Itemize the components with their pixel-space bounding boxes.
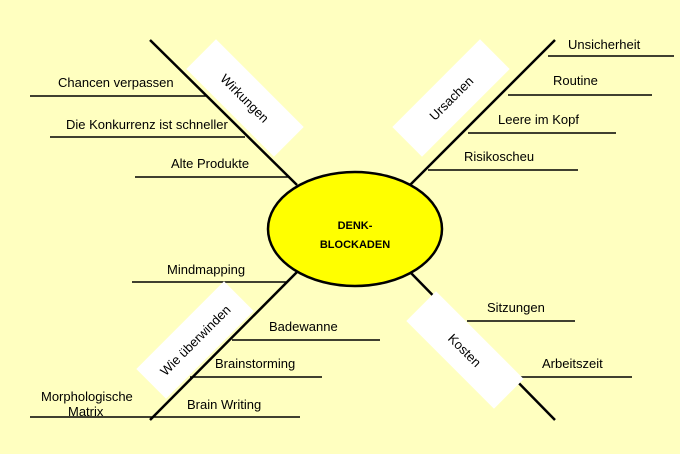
label-badewanne: Badewanne bbox=[269, 319, 338, 334]
label-chancen-verpassen: Chancen verpassen bbox=[58, 75, 174, 90]
label-konkurrenz: Die Konkurrenz ist schneller bbox=[66, 117, 228, 132]
center-title-line2: BLOCKADEN bbox=[319, 239, 391, 251]
center-title: DENK- BLOCKADEN bbox=[275, 217, 435, 255]
branch-line-ursachen bbox=[409, 39, 556, 186]
label-matrix: Matrix bbox=[68, 404, 104, 419]
label-brain-writing: Brain Writing bbox=[187, 397, 262, 412]
label-unsicherheit: Unsicherheit bbox=[568, 37, 641, 52]
branch-line-wirkungen bbox=[149, 39, 298, 186]
label-risikoscheu: Risikoscheu bbox=[464, 149, 535, 164]
label-mindmapping: Mindmapping bbox=[167, 262, 246, 277]
label-morphologische: Morphologische bbox=[41, 389, 133, 404]
label-alte-produkte: Alte Produkte bbox=[171, 156, 250, 171]
category-label-kosten: Kosten bbox=[445, 330, 485, 370]
label-brainstorming: Brainstorming bbox=[215, 356, 296, 371]
branch-line-ueberwinden bbox=[149, 271, 298, 421]
label-routine: Routine bbox=[553, 73, 598, 88]
center-title-line1: DENK- bbox=[337, 220, 373, 232]
label-leere-im-kopf: Leere im Kopf bbox=[498, 112, 579, 127]
center-ellipse bbox=[266, 170, 444, 288]
label-arbeitszeit: Arbeitszeit bbox=[542, 356, 603, 371]
label-sitzungen: Sitzungen bbox=[487, 300, 545, 315]
